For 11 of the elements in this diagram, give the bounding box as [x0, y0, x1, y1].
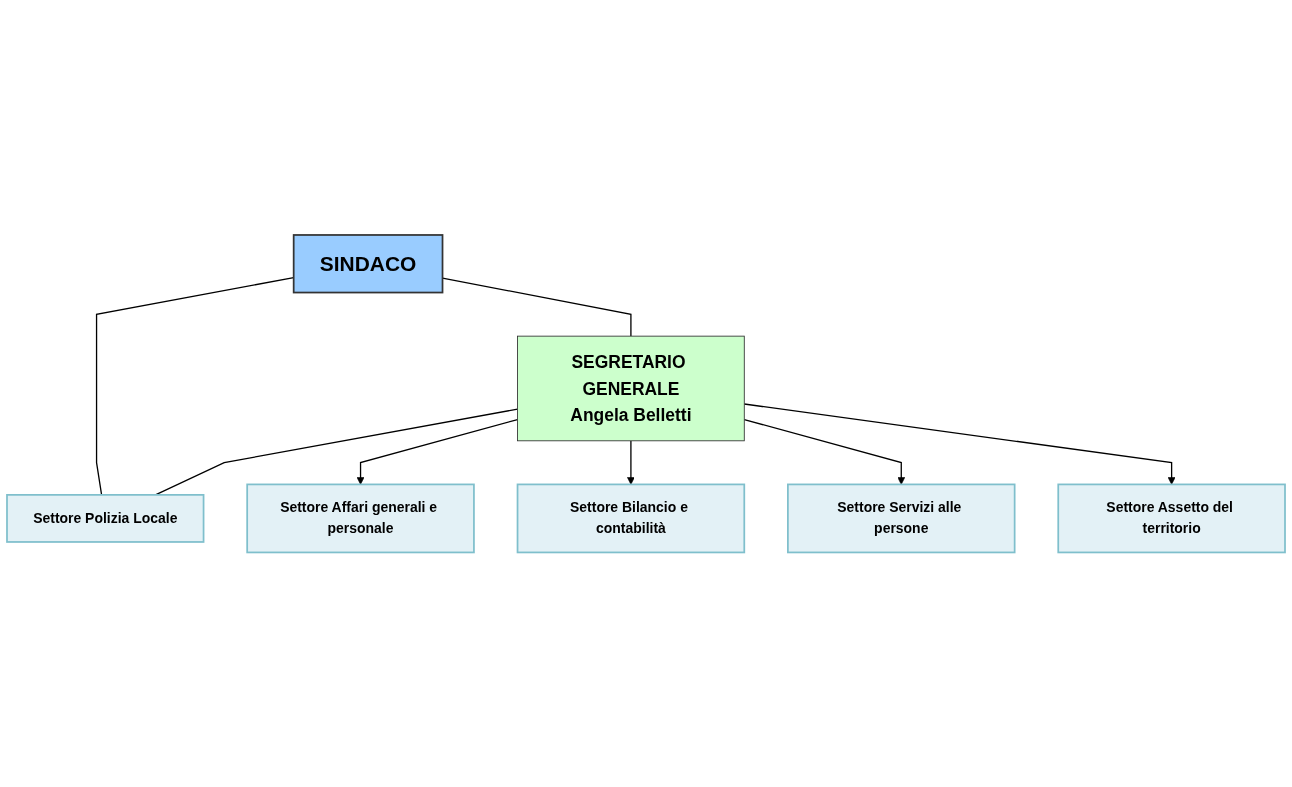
node-box: Settore Assetto del territorio: [1057, 483, 1286, 554]
node-box: Settore Affari generali e personale: [246, 483, 475, 554]
arrow: [627, 439, 635, 485]
node-box: SINDACO: [292, 233, 444, 294]
node-box: Settore Servizi alle persone: [787, 483, 1016, 554]
node-box: SEGRETARIO GENERALE Angela Belletti: [517, 335, 745, 442]
arrow: [356, 418, 519, 485]
arrow: [743, 418, 906, 485]
arrow: [743, 403, 1176, 485]
node-box: Settore Bilancio e contabilità: [516, 483, 746, 554]
node-box: Settore Polizia Locale: [6, 493, 205, 543]
